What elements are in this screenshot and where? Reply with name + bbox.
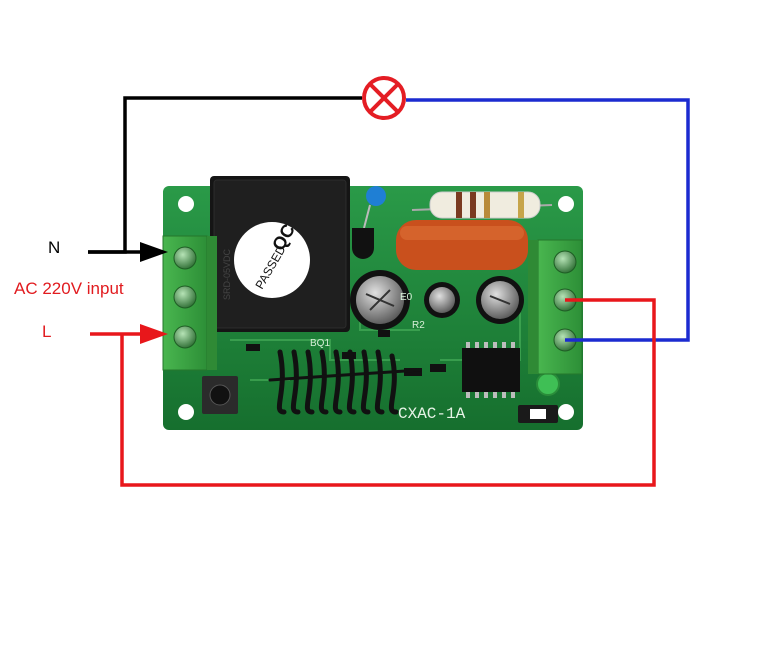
arrow-right-icon xyxy=(140,324,168,344)
relay-board: QC PASSED SRD-05VDC xyxy=(163,176,583,430)
input-label: AC 220V input xyxy=(14,279,124,298)
arrow-right-icon xyxy=(140,242,168,262)
transistor xyxy=(352,228,374,259)
terminal-screw xyxy=(173,325,197,349)
terminal-screw xyxy=(173,246,197,270)
ceramic-capacitor xyxy=(366,186,386,206)
mount-hole xyxy=(558,196,574,212)
cap-ref: E0 xyxy=(400,292,413,303)
ic-chip xyxy=(462,342,520,398)
live-label: L xyxy=(42,322,52,341)
mount-hole xyxy=(558,404,574,420)
qc-sticker xyxy=(234,222,310,298)
mount-hole xyxy=(178,196,194,212)
load-wire xyxy=(406,98,690,342)
push-button xyxy=(202,376,238,414)
lamp-cross-icon xyxy=(362,76,406,120)
output-terminal-block xyxy=(528,239,583,375)
led xyxy=(536,372,560,396)
relay: QC PASSED SRD-05VDC xyxy=(210,176,350,332)
resistor xyxy=(411,191,553,219)
mount-hole xyxy=(178,404,194,420)
electrolytic-capacitor xyxy=(350,270,410,330)
input-terminal-block xyxy=(162,235,217,371)
component-ref: BQ1 xyxy=(310,338,330,349)
relay-side-text: SRD-05VDC xyxy=(222,248,232,300)
board-model: CXAC-1A xyxy=(398,405,466,423)
electrolytic-capacitor xyxy=(424,282,460,318)
terminal-screw xyxy=(173,285,197,309)
terminal-screw xyxy=(553,250,577,274)
component-ref-2: R2 xyxy=(412,320,425,331)
antenna-coil xyxy=(268,349,422,415)
live-wire xyxy=(120,298,656,487)
electrolytic-capacitor xyxy=(476,276,524,324)
neutral-label: N xyxy=(48,238,61,257)
